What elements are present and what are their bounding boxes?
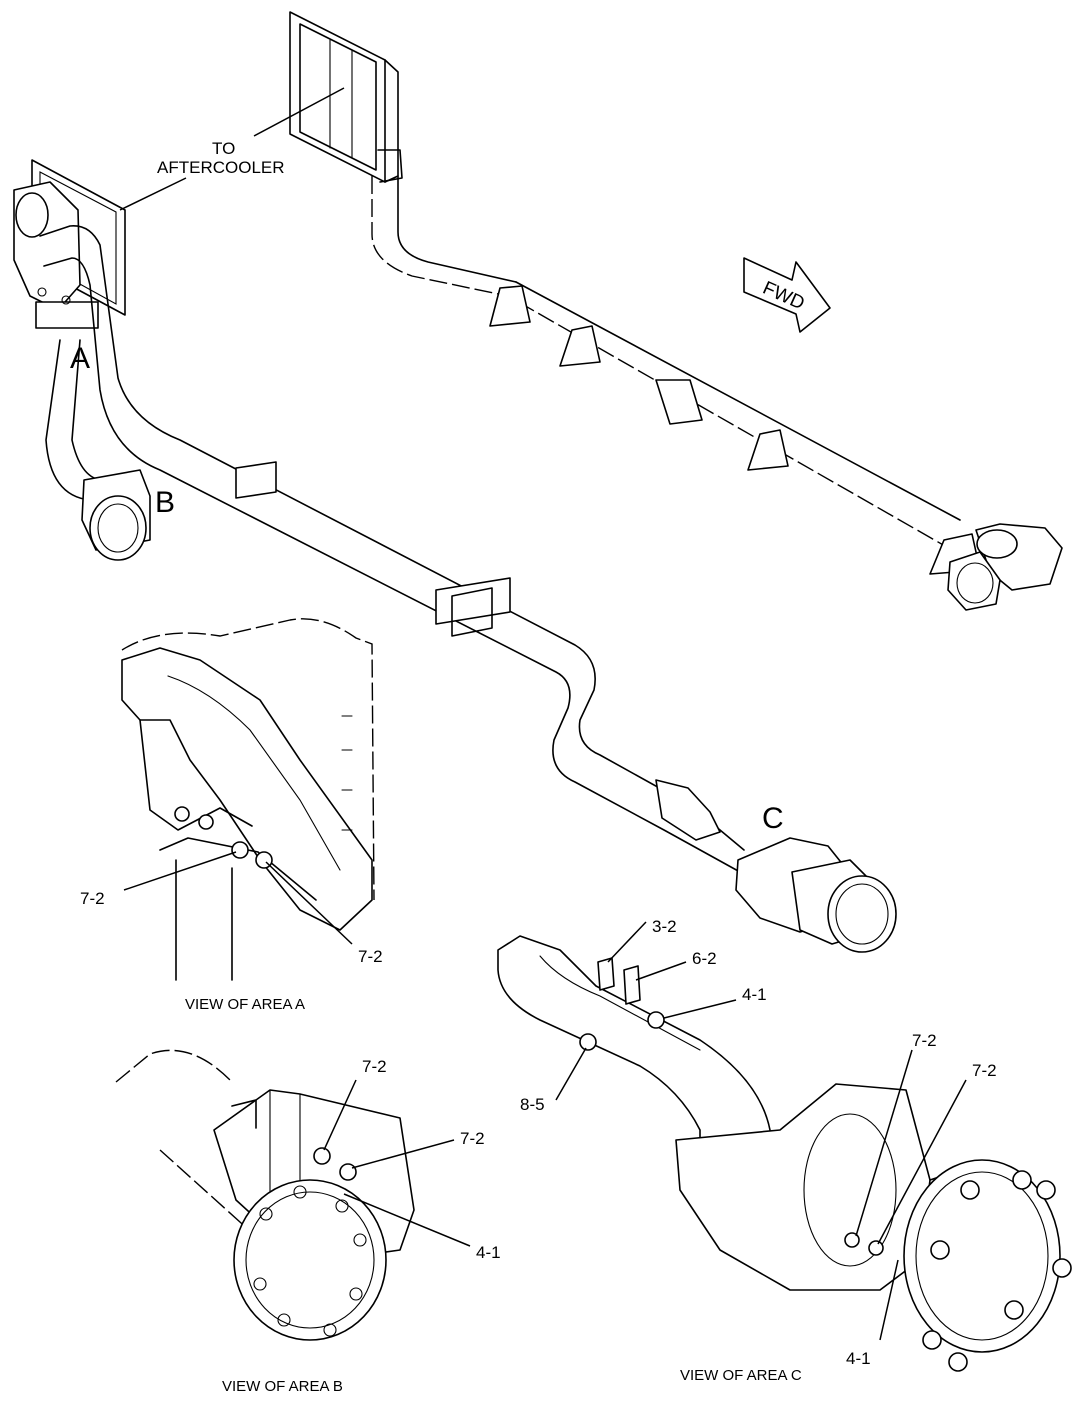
view-area-b [115,1049,415,1341]
part-number-c-8-5: 8-5 [520,1095,545,1114]
view-area-c [497,935,1072,1372]
pipe-a-to-c [39,225,745,873]
turbocharger-b [45,339,151,561]
leader-c-7-2-b [877,1079,967,1245]
area-label-c: C [762,802,784,835]
part-number-a-left: 7-2 [80,889,105,908]
leader-b-top [323,1079,357,1151]
leader-c-7-2-a [855,1049,913,1237]
to-aftercooler-label-line2: AFTERCOOLER [157,158,285,177]
leader-a-right [265,861,353,945]
aftercooler-flange-left [13,159,126,329]
leader-b-mid [351,1139,455,1169]
leader-c-6-2 [635,961,687,981]
to-aftercooler-label-line1: TO [212,139,235,158]
part-number-c-6-2: 6-2 [692,949,717,968]
to-aftercooler-leader-left [119,177,187,211]
area-label-b: B [155,486,175,519]
leader-c-3-2 [607,921,647,963]
area-label-a: A [70,342,90,375]
part-number-c-7-2-b: 7-2 [972,1061,997,1080]
view-area-a [121,618,375,981]
aftercooler-flange-right [289,11,403,183]
turbocharger-c [735,837,897,953]
part-number-c-3-2: 3-2 [652,917,677,936]
turbocharger-right [947,523,1063,611]
part-number-b-top: 7-2 [362,1057,387,1076]
part-number-a-right: 7-2 [358,947,383,966]
view-title-a: VIEW OF AREA A [185,996,305,1013]
forward-arrow: FWD [743,257,831,333]
view-title-b: VIEW OF AREA B [222,1378,343,1395]
part-number-b-mid: 7-2 [460,1129,485,1148]
pipe-top-to-right [371,175,981,575]
to-aftercooler-leader-right [253,87,345,137]
part-number-b-bottom: 4-1 [476,1243,501,1262]
part-number-c-4-1-bottom: 4-1 [846,1349,871,1368]
leader-c-8-5 [555,1047,587,1101]
part-number-c-4-1-top: 4-1 [742,985,767,1004]
leader-c-4-1-top [663,999,737,1019]
part-number-c-7-2-a: 7-2 [912,1031,937,1050]
leader-c-4-1-bottom [879,1259,899,1341]
view-title-c: VIEW OF AREA C [680,1367,802,1384]
leader-a-left [123,851,237,891]
leader-b-bottom [343,1193,471,1247]
